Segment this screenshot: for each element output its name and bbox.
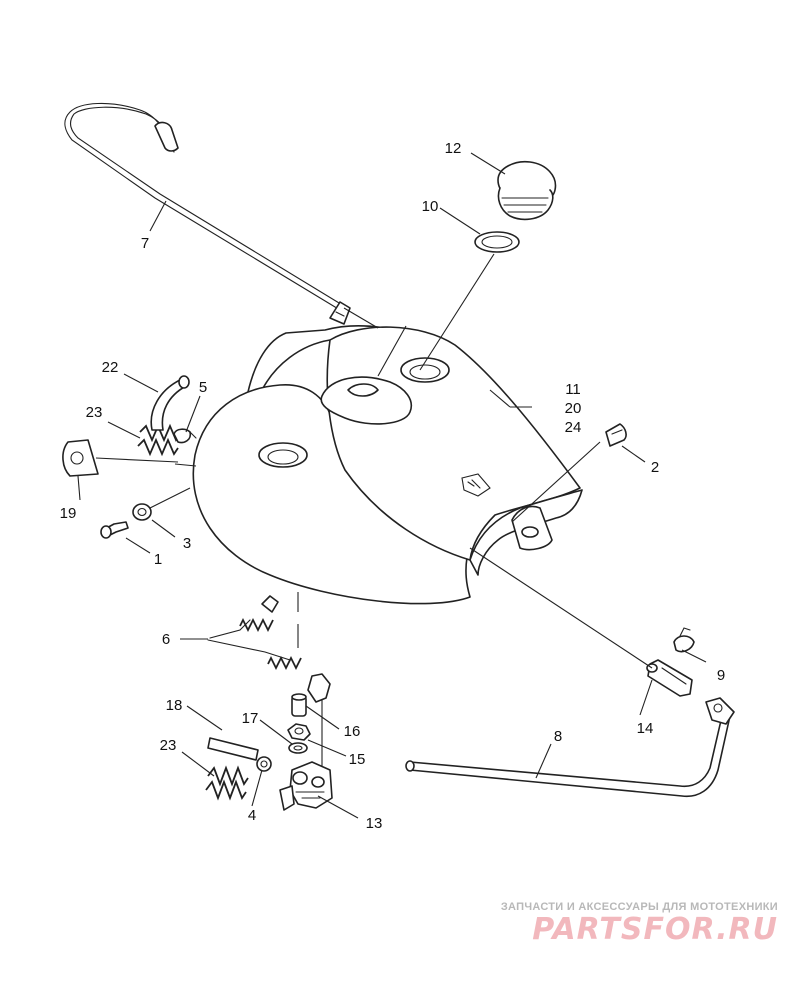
fuel-tank bbox=[192, 325, 583, 605]
callout-7: 7 bbox=[141, 235, 149, 252]
hose-22 bbox=[150, 375, 190, 431]
callout-4: 4 bbox=[248, 807, 256, 824]
washer-17 bbox=[288, 742, 308, 754]
callout-6: 6 bbox=[162, 631, 170, 648]
sensor-wire bbox=[207, 595, 331, 770]
filter-14 bbox=[646, 659, 693, 697]
tank-screw-2 bbox=[605, 423, 627, 447]
spring-23-lower bbox=[205, 765, 249, 801]
callout-12: 12 bbox=[445, 140, 462, 157]
clamp-5 bbox=[173, 428, 197, 444]
cap-gasket bbox=[474, 231, 520, 253]
hose-18 bbox=[207, 737, 259, 761]
callout-23-upper: 23 bbox=[86, 404, 103, 421]
callout-20: 20 bbox=[565, 400, 582, 417]
callout-24: 24 bbox=[565, 419, 582, 436]
callout-2: 2 bbox=[651, 459, 659, 476]
adapter-16 bbox=[291, 693, 307, 717]
callout-15: 15 bbox=[349, 751, 366, 768]
callout-14: 14 bbox=[637, 720, 654, 737]
callout-22: 22 bbox=[102, 359, 119, 376]
leader-lines bbox=[77, 152, 707, 819]
watermark-tagline: ЗАПЧАСТИ И АКСЕССУАРЫ ДЛЯ МОТОТЕХНИКИ bbox=[500, 901, 778, 913]
callout-labels: 7 12 10 11 20 24 2 22 5 23 19 3 1 6 9 14… bbox=[60, 140, 726, 832]
callout-19: 19 bbox=[60, 505, 77, 522]
clamp-9 bbox=[673, 627, 695, 653]
callout-13: 13 bbox=[366, 815, 383, 832]
callout-1: 1 bbox=[154, 551, 162, 568]
fuel-cap bbox=[497, 160, 557, 221]
callout-23-lower: 23 bbox=[160, 737, 177, 754]
callout-10: 10 bbox=[422, 198, 439, 215]
vent-hose bbox=[64, 102, 351, 325]
watermark: ЗАПЧАСТИ И АКСЕССУАРЫ ДЛЯ МОТОТЕХНИКИ PA… bbox=[501, 901, 778, 945]
callout-17: 17 bbox=[242, 710, 259, 727]
callout-18: 18 bbox=[166, 697, 183, 714]
fuel-valve-13 bbox=[279, 761, 333, 811]
callout-5: 5 bbox=[199, 379, 207, 396]
fuel-line-8 bbox=[405, 697, 735, 798]
bracket-19 bbox=[62, 439, 99, 477]
washer-3 bbox=[132, 503, 152, 521]
callout-8: 8 bbox=[554, 728, 562, 745]
callout-11: 11 bbox=[565, 381, 581, 398]
watermark-logo: PARTSFOR.RU bbox=[532, 912, 778, 947]
callout-16: 16 bbox=[344, 723, 361, 740]
callout-3: 3 bbox=[183, 535, 191, 552]
callout-9: 9 bbox=[717, 667, 725, 684]
bolt-1 bbox=[100, 521, 129, 539]
clamp-4 bbox=[256, 756, 272, 772]
nut-15 bbox=[287, 723, 311, 741]
